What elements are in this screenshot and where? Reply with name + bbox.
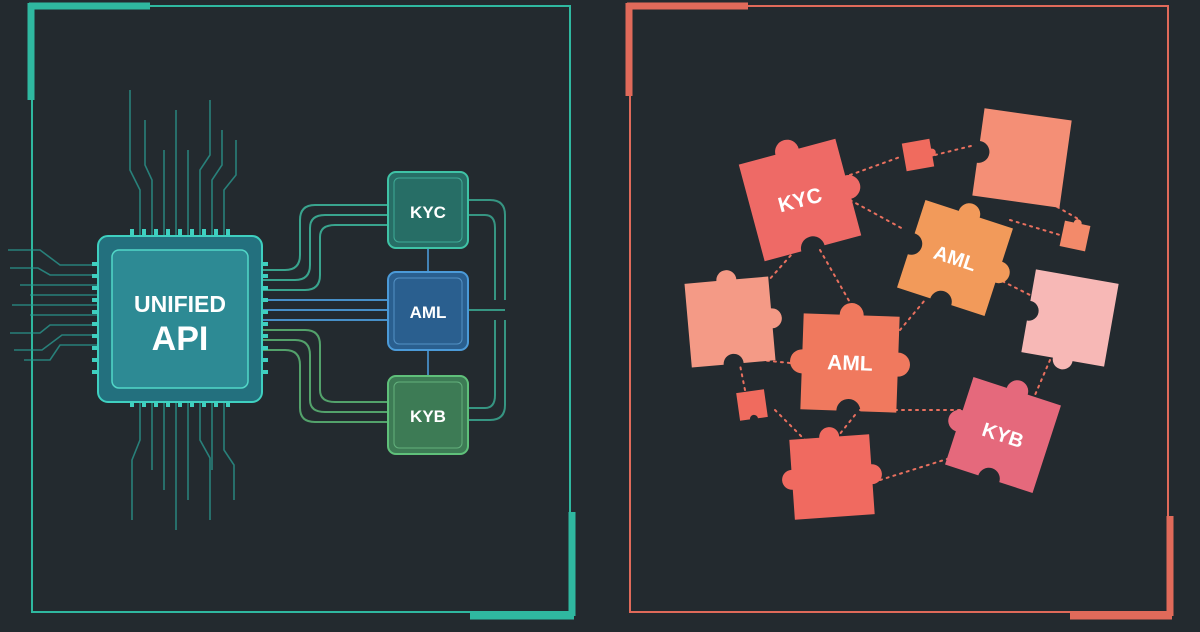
module-kyc: KYC bbox=[387, 171, 469, 249]
module-kyb: KYB bbox=[387, 375, 469, 455]
left-frame bbox=[27, 2, 576, 620]
hub-inner bbox=[111, 249, 249, 389]
puzzle-piece-kyc: KYC bbox=[738, 138, 862, 262]
puzzle-piece-kyb: KYB bbox=[945, 377, 1061, 493]
unified-api-hub: UNIFIED API bbox=[92, 229, 268, 407]
puzzle-piece-small-right bbox=[1059, 219, 1091, 252]
puzzle-piece-blank-top-right bbox=[972, 108, 1072, 208]
hub-label-line2: API bbox=[152, 320, 209, 358]
puzzle-piece-blank-right bbox=[1021, 269, 1119, 370]
left-panel: UNIFIED API KYC AML KYB bbox=[8, 2, 576, 620]
right-panel: KYC AML AML KYB bbox=[625, 2, 1174, 620]
module-kyc-label: KYC bbox=[410, 203, 446, 222]
hub-label-line1: UNIFIED bbox=[134, 291, 226, 317]
puzzle-piece-blank-bottom bbox=[782, 427, 882, 520]
puzzle-piece-small-left bbox=[736, 389, 768, 421]
module-aml-label: AML bbox=[410, 303, 447, 322]
module-kyb-label: KYB bbox=[410, 407, 446, 426]
module-aml: AML bbox=[387, 271, 469, 351]
puzzle-piece-blank-left bbox=[684, 270, 782, 368]
puzzle-piece-small-top bbox=[901, 138, 936, 172]
puzzle-piece-aml-center: AML bbox=[790, 303, 910, 413]
puzzle-piece-aml-top: AML bbox=[897, 200, 1013, 316]
bus-lines bbox=[262, 199, 506, 423]
puzzle-aml-center-label: AML bbox=[827, 351, 873, 376]
right-frame bbox=[625, 2, 1174, 620]
hub-traces bbox=[8, 90, 237, 530]
